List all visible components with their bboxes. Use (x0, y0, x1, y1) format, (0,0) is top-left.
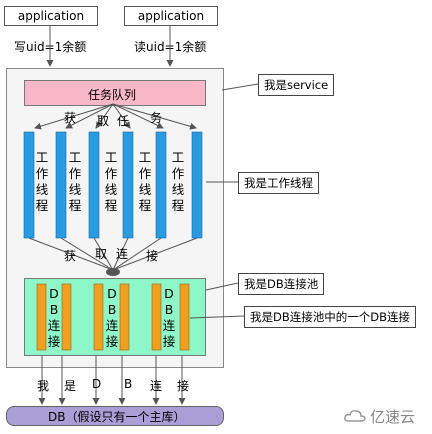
conn-down-char: 接 (177, 379, 190, 393)
connection-bar (119, 283, 130, 351)
client-label: application (137, 9, 205, 23)
conn-down-char: 我 (37, 379, 50, 393)
get-conn-char: 接 (146, 249, 159, 263)
callout-thread: 我是工作线程 (238, 172, 319, 194)
database (6, 406, 224, 426)
callout-connection: 我是DB连接池中的一个DB连接 (244, 306, 416, 328)
callout-service: 我是service (258, 74, 335, 96)
conn-down-char: D (92, 377, 102, 391)
connection-bar (179, 283, 190, 351)
take-task-char: 任 (117, 114, 130, 128)
callout-pool: 我是DB连接池 (238, 273, 325, 295)
task-queue-label: 任务队列 (88, 88, 137, 102)
connection-bar (151, 283, 162, 351)
watermark-logo: 亿速云 (344, 404, 428, 428)
get-conn-char: 获 (64, 249, 77, 263)
thread-bar (155, 131, 167, 239)
thread-label: 工作线程 (104, 150, 118, 213)
conn-down-char: 连 (150, 379, 163, 393)
db-connection-pool (24, 278, 206, 356)
client-label: application (17, 9, 85, 23)
connection-bar (61, 283, 72, 351)
take-task-char: 获 (64, 111, 77, 125)
conn-down-char: 是 (64, 379, 77, 393)
thread-bar (23, 131, 35, 239)
client-box-read: application (124, 6, 218, 26)
thread-label: 工作线程 (138, 150, 152, 213)
thread-label: 工作线程 (35, 150, 49, 213)
connection-bar (36, 283, 47, 351)
watermark-text: 亿速云 (370, 408, 416, 426)
thread-bar (88, 131, 100, 239)
pool-junction (106, 268, 120, 276)
get-conn-char: 连 (116, 247, 129, 261)
cloud-icon (344, 410, 366, 422)
client-box-write: application (4, 6, 98, 26)
conn-down-char: B (124, 377, 133, 391)
take-task-char: 取 (97, 114, 110, 128)
connection-bar (93, 283, 104, 351)
take-task-char: 务 (150, 111, 163, 125)
thread-label: 工作线程 (171, 150, 185, 213)
thread-label: 工作线程 (68, 150, 82, 213)
thread-bar (55, 131, 67, 239)
thread-bar (122, 131, 134, 239)
thread-bar (191, 131, 203, 239)
get-conn-char: 取 (95, 247, 108, 261)
task-queue (24, 80, 206, 106)
database-label: DB（假设只有一个主库） (48, 410, 186, 424)
